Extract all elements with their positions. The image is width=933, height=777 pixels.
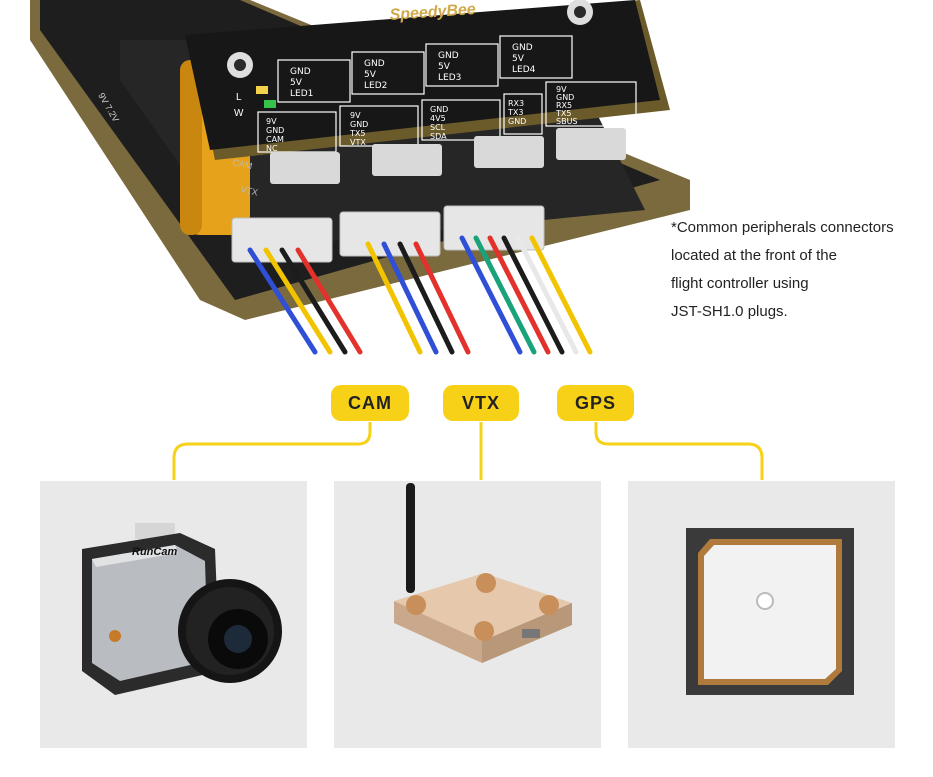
- top-pad-labels: [277, 35, 573, 103]
- pad-text: GND: [364, 59, 385, 69]
- camera-panel: RunCam: [40, 481, 307, 748]
- gps-antenna-icon: [686, 528, 854, 695]
- brand-text: SpeedyBee: [389, 1, 476, 24]
- camera-brand: RunCam: [132, 546, 177, 558]
- camera-icon: RunCam: [82, 523, 282, 695]
- pad-text: LED2: [364, 81, 387, 91]
- caption-line: located at the front of the: [671, 247, 837, 264]
- pad-text: 9V: [556, 85, 567, 94]
- pad-text: 9V: [266, 117, 277, 126]
- led-icon: [264, 100, 276, 108]
- caption-line: flight controller using: [671, 275, 809, 292]
- pad-text: GND: [508, 117, 526, 126]
- gps-label: GPS: [557, 385, 634, 421]
- vtx-label: VTX: [443, 385, 519, 421]
- cables: [247, 235, 593, 355]
- pad-text: CAM: [266, 135, 284, 144]
- pad-text: LED4: [512, 65, 536, 75]
- pad-text: GND: [350, 120, 368, 129]
- caption-line: JST-SH1.0 plugs.: [671, 303, 788, 320]
- led-icon: [256, 86, 268, 94]
- pad-text: RX3: [508, 99, 524, 108]
- led-label: W: [234, 108, 244, 119]
- pad-text: GND: [290, 67, 311, 77]
- pad-text: 4V5: [430, 114, 446, 123]
- pad-text: GND: [438, 51, 459, 61]
- vtx-icon: [394, 483, 572, 663]
- pad-text: SCL: [430, 123, 446, 132]
- connector-lines: [172, 422, 764, 480]
- vtx-panel: [334, 481, 601, 748]
- pad-text: 5V: [512, 54, 525, 64]
- connector-caption: *Common peripherals connectors located a…: [671, 214, 921, 326]
- pad-text: 5V: [364, 70, 377, 80]
- pad-text: GND: [512, 43, 533, 53]
- pad-text: TX3: [507, 108, 523, 117]
- cam-label: CAM: [331, 385, 409, 421]
- pad-text: GND: [556, 93, 574, 102]
- led-label: L: [236, 92, 242, 103]
- pad-text: SDA: [430, 132, 447, 141]
- pad-text: TX5: [349, 129, 365, 138]
- side-label: VTX: [240, 184, 259, 197]
- pad-text: LED1: [290, 89, 313, 99]
- flight-controller-stack: SpeedyBee GND 5V LED1 GND 5V LED2 GND 5V…: [30, 0, 764, 480]
- pad-text: TX5: [555, 109, 571, 118]
- pad-text: SBUS: [556, 117, 578, 126]
- pad-text: LED3: [438, 73, 461, 83]
- side-label: CAM: [232, 157, 254, 171]
- pad-text: RX5: [556, 101, 572, 110]
- top-connectors: [270, 128, 626, 184]
- pad-text: 9V: [350, 111, 361, 120]
- pad-text: 5V: [290, 78, 303, 88]
- pad-text: NC: [266, 144, 278, 153]
- pad-text: GND: [266, 126, 284, 135]
- pad-text: GND: [430, 105, 448, 114]
- pad-text: VTX: [350, 138, 366, 147]
- caption-line: *Common peripherals connectors: [671, 219, 894, 236]
- pad-text: 5V: [438, 62, 451, 72]
- gps-panel: [628, 481, 895, 748]
